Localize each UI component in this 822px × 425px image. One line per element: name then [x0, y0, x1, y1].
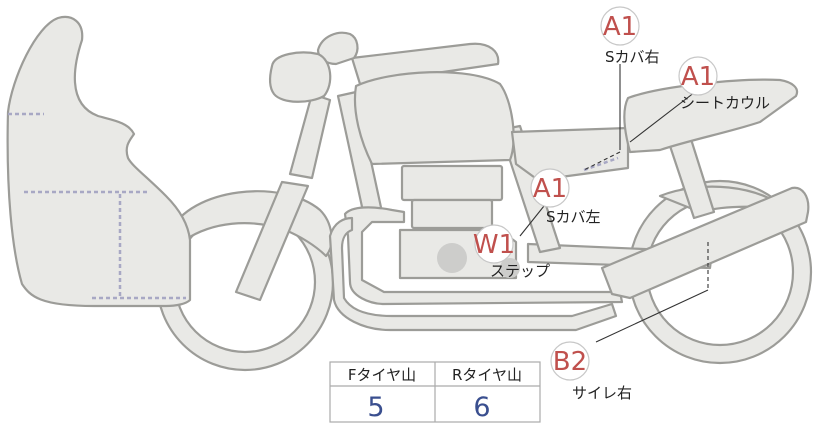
marker-label: Sカバ右: [605, 48, 660, 66]
fuel-tank: [353, 71, 515, 166]
marker-silencer-right: B2 サイレ右: [550, 341, 632, 402]
marker-code: W1: [473, 230, 515, 260]
side-cover-left: [510, 126, 630, 182]
exhaust-pipe-upper: [343, 206, 624, 306]
marker-label: Sカバ左: [546, 208, 601, 226]
damage-mark-side-cover: [583, 156, 619, 172]
marker-side-cover-right: A1 Sカバ右: [600, 6, 660, 66]
marker-label: ステップ: [490, 262, 550, 280]
damage-mark-cowl: [8, 112, 186, 300]
marker-label: シートカウル: [680, 94, 770, 112]
marker-code: B2: [553, 347, 587, 377]
front-tire-header: Fタイヤ山: [348, 366, 416, 384]
exhaust-pipe-lower: [328, 216, 618, 332]
front-fork: [234, 180, 310, 302]
front-tire-value: 5: [367, 392, 384, 423]
muffler: [600, 186, 810, 300]
fork-upper: [288, 92, 332, 180]
rear-tire-value: 6: [473, 392, 490, 423]
marker-label: サイレ右: [572, 384, 632, 402]
marker-code: A1: [603, 12, 637, 42]
marker-seat-cowl: A1 シートカウル: [678, 56, 770, 112]
marker-side-cover-left: A1 Sカバ左: [530, 168, 601, 226]
marker-code: A1: [681, 62, 715, 92]
rear-tire-header: Rタイヤ山: [452, 366, 522, 384]
frame-top-tube: [350, 42, 500, 86]
front-cowl: [6, 15, 192, 308]
marker-step: W1 ステップ: [473, 224, 550, 280]
headlight: [268, 51, 332, 103]
marker-code: A1: [533, 174, 567, 204]
tire-tread-table: Fタイヤ山 Rタイヤ山 5 6: [329, 361, 541, 423]
